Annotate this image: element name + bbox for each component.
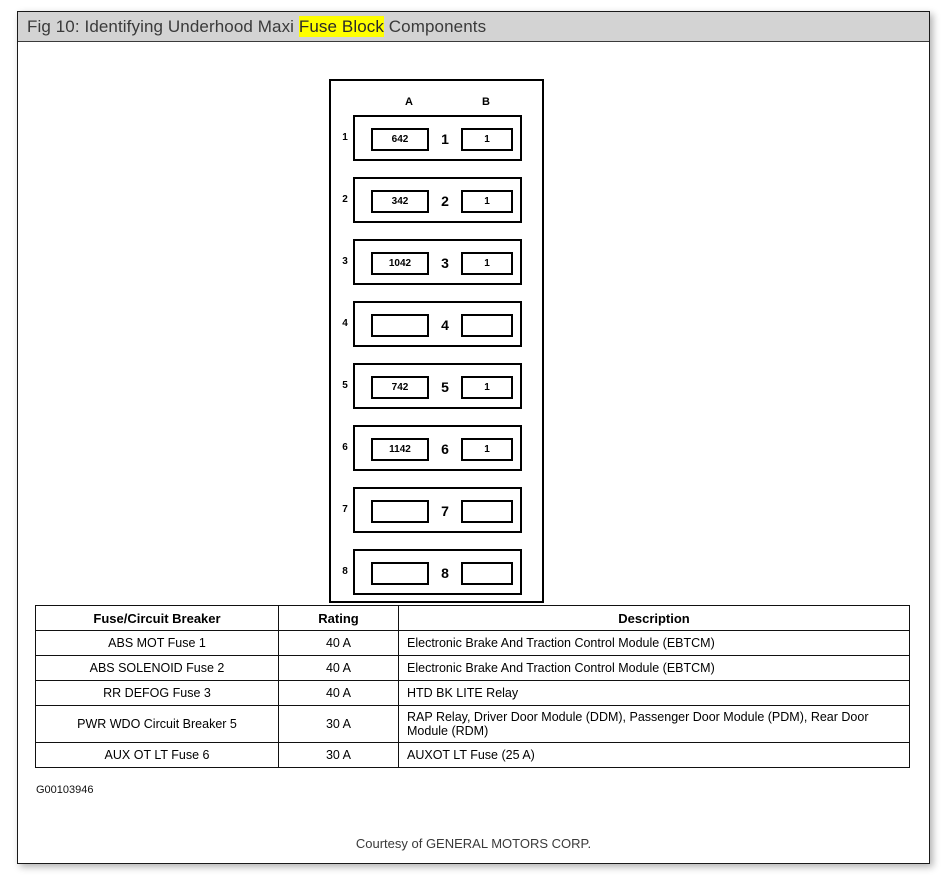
fuse-row-number: 1: [441, 131, 449, 147]
title-suffix: Components: [383, 16, 487, 36]
cell-rating: 40 A: [278, 680, 399, 706]
fuse-row-number: 4: [441, 317, 449, 333]
fuse-row[interactable]: 7: [353, 487, 522, 533]
fuse-slot-b[interactable]: 1: [461, 438, 513, 461]
fuse-row-index: 7: [342, 504, 348, 515]
cell-fuse-name: ABS SOLENOID Fuse 2: [35, 655, 279, 681]
cell-fuse-name: PWR WDO Circuit Breaker 5: [35, 705, 279, 743]
cell-description: AUXOT LT Fuse (25 A): [398, 742, 910, 768]
figure-title-bar: Fig 10: Identifying Underhood Maxi Fuse …: [18, 12, 929, 42]
fuse-row-number: 8: [441, 565, 449, 581]
cell-rating: 40 A: [278, 655, 399, 681]
fuse-slot-a[interactable]: 342: [371, 190, 429, 213]
fuse-row-number: 6: [441, 441, 449, 457]
fuse-row-index: 1: [342, 132, 348, 143]
fuse-slot-a[interactable]: 642: [371, 128, 429, 151]
fuse-row-index: 5: [342, 380, 348, 391]
figure-id-label: G00103946: [36, 784, 94, 796]
fuse-row-number: 2: [441, 193, 449, 209]
cell-description: Electronic Brake And Traction Control Mo…: [398, 655, 910, 681]
fuse-slot-b[interactable]: 1: [461, 128, 513, 151]
column-header-rating: Rating: [278, 605, 399, 631]
cell-fuse-name: ABS MOT Fuse 1: [35, 630, 279, 656]
fuse-row[interactable]: 4: [353, 301, 522, 347]
cell-fuse-name: RR DEFOG Fuse 3: [35, 680, 279, 706]
courtesy-label: Courtesy of GENERAL MOTORS CORP.: [355, 836, 592, 851]
fuse-slot-a[interactable]: [371, 562, 429, 585]
fuse-row-number: 5: [441, 379, 449, 395]
title-highlight-fuse-block: Fuse Block: [298, 15, 384, 37]
fuse-slot-b[interactable]: 1: [461, 190, 513, 213]
cell-description: RAP Relay, Driver Door Module (DDM), Pas…: [398, 705, 910, 743]
page-title: Fig 10: Identifying Underhood Maxi Fuse …: [18, 15, 487, 37]
table-head: Fuse/Circuit Breaker Rating Description: [35, 605, 910, 631]
fuse-slot-a[interactable]: 1042: [371, 252, 429, 275]
cell-rating: 40 A: [278, 630, 399, 656]
fuse-slot-a[interactable]: [371, 500, 429, 523]
column-header-fuse-circuit-breaker: Fuse/Circuit Breaker: [35, 605, 279, 631]
column-header-a: A: [405, 96, 413, 108]
cell-description: Electronic Brake And Traction Control Mo…: [398, 630, 910, 656]
document-frame: Fig 10: Identifying Underhood Maxi Fuse …: [17, 11, 930, 864]
fuse-row-number: 3: [441, 255, 449, 271]
fuse-row-number: 7: [441, 503, 449, 519]
fuse-row-index: 2: [342, 194, 348, 205]
title-prefix: Fig 10: Identifying Underhood Maxi: [27, 16, 299, 36]
fuse-row[interactable]: 8: [353, 549, 522, 595]
fuse-slot-a[interactable]: 1142: [371, 438, 429, 461]
fuse-row-index: 8: [342, 566, 348, 577]
cell-fuse-name: AUX OT LT Fuse 6: [35, 742, 279, 768]
fuse-slot-a[interactable]: 742: [371, 376, 429, 399]
fuse-row-index: 3: [342, 256, 348, 267]
fuse-slot-a[interactable]: [371, 314, 429, 337]
fuse-slot-b[interactable]: [461, 314, 513, 337]
fuse-slot-b[interactable]: [461, 562, 513, 585]
fuse-row-index: 6: [342, 442, 348, 453]
table-header-row: Fuse/Circuit Breaker Rating Description: [35, 605, 910, 631]
column-header-b: B: [482, 96, 490, 108]
cell-rating: 30 A: [278, 742, 399, 768]
fuse-slot-b[interactable]: [461, 500, 513, 523]
cell-rating: 30 A: [278, 705, 399, 743]
cell-description: HTD BK LITE Relay: [398, 680, 910, 706]
fuse-slot-b[interactable]: 1: [461, 252, 513, 275]
column-header-description: Description: [398, 605, 910, 631]
fuse-circuit-breaker-table: Fuse/Circuit Breaker Rating Description …: [35, 605, 910, 768]
fuse-row-index: 4: [342, 318, 348, 329]
fuse-slot-b[interactable]: 1: [461, 376, 513, 399]
